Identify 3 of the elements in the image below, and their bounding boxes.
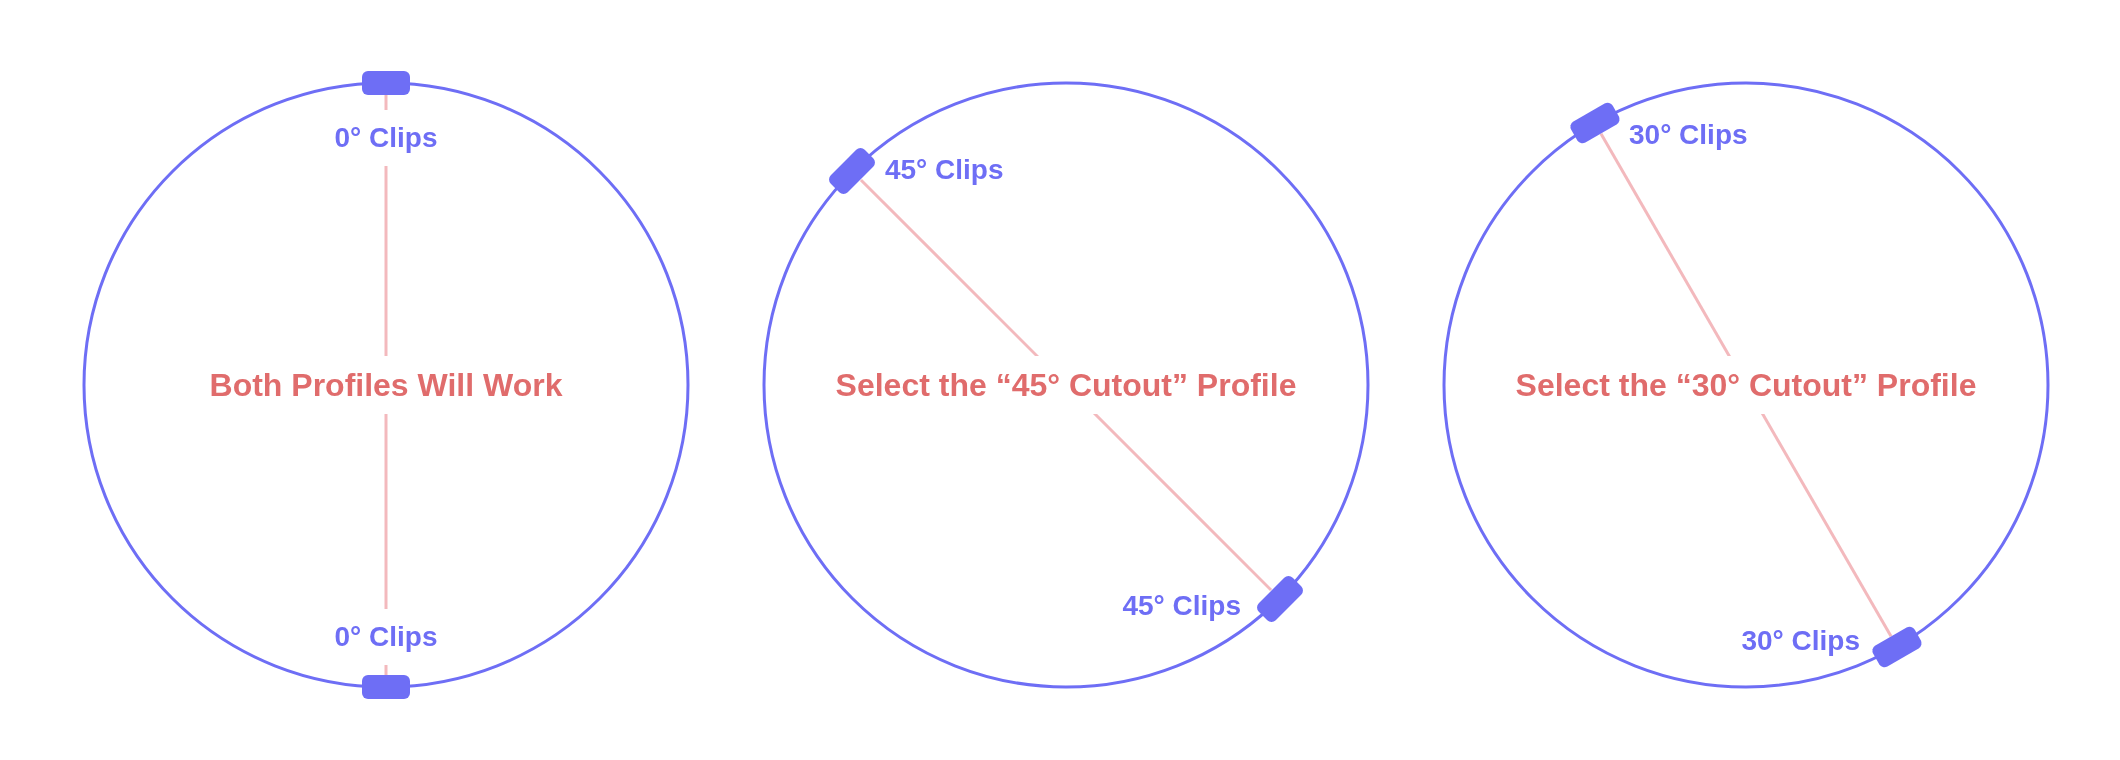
clip-marker (362, 71, 410, 95)
diameter-line (1599, 133, 1893, 637)
clip-marker (362, 675, 410, 699)
